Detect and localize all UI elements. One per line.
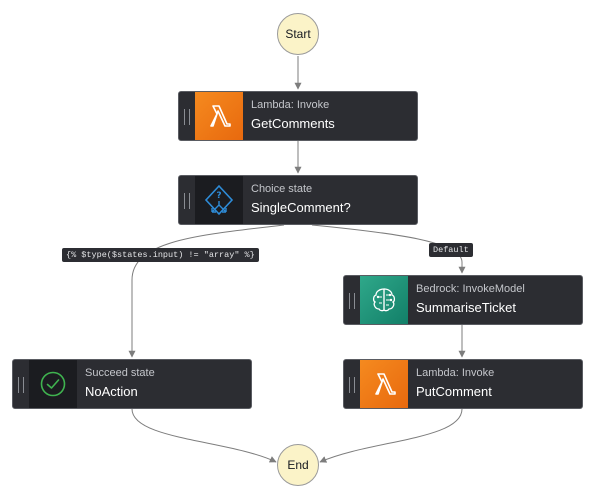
check-circle-icon	[29, 360, 77, 408]
bedrock-brain-icon	[360, 276, 408, 324]
lambda-icon	[360, 360, 408, 408]
state-summariseticket[interactable]: Bedrock: InvokeModel SummariseTicket	[343, 275, 583, 325]
edge-putcomment-to-end	[319, 408, 463, 463]
drag-handle-icon[interactable]	[349, 293, 355, 309]
state-name-label: GetComments	[251, 116, 335, 131]
state-name-label: NoAction	[85, 384, 138, 399]
end-label: End	[287, 458, 309, 472]
state-type-label: Choice state	[251, 183, 313, 195]
state-type-label: Bedrock: InvokeModel	[416, 283, 525, 295]
edge-noaction-to-end	[131, 408, 277, 463]
state-putcomment[interactable]: Lambda: Invoke PutComment	[343, 359, 583, 409]
state-name-label: SummariseTicket	[416, 300, 516, 315]
start-node[interactable]: Start	[277, 13, 319, 55]
svg-text:?: ?	[216, 191, 221, 201]
edge-choice-to-summarise	[311, 224, 466, 274]
end-node[interactable]: End	[277, 444, 319, 486]
state-getcomments[interactable]: Lambda: Invoke GetComments	[178, 91, 418, 141]
drag-handle-icon[interactable]	[184, 109, 190, 125]
choice-rule-label: {% $type($states.input) != "array" %}	[62, 248, 259, 262]
drag-handle-icon[interactable]	[18, 377, 24, 393]
start-label: Start	[285, 27, 311, 41]
state-name-label: PutComment	[416, 384, 492, 399]
state-name-label: SingleComment?	[251, 200, 351, 215]
state-type-label: Lambda: Invoke	[416, 367, 495, 379]
edge-choice-to-noaction	[128, 224, 285, 358]
state-singlecomment[interactable]: ? Choice state SingleComment?	[178, 175, 418, 225]
state-noaction[interactable]: Succeed state NoAction	[12, 359, 252, 409]
lambda-icon	[195, 92, 243, 140]
drag-handle-icon[interactable]	[184, 193, 190, 209]
default-edge-label: Default	[429, 243, 473, 257]
choice-icon: ?	[195, 176, 243, 224]
state-type-label: Succeed state	[85, 367, 155, 379]
drag-handle-icon[interactable]	[349, 377, 355, 393]
state-type-label: Lambda: Invoke	[251, 99, 330, 111]
